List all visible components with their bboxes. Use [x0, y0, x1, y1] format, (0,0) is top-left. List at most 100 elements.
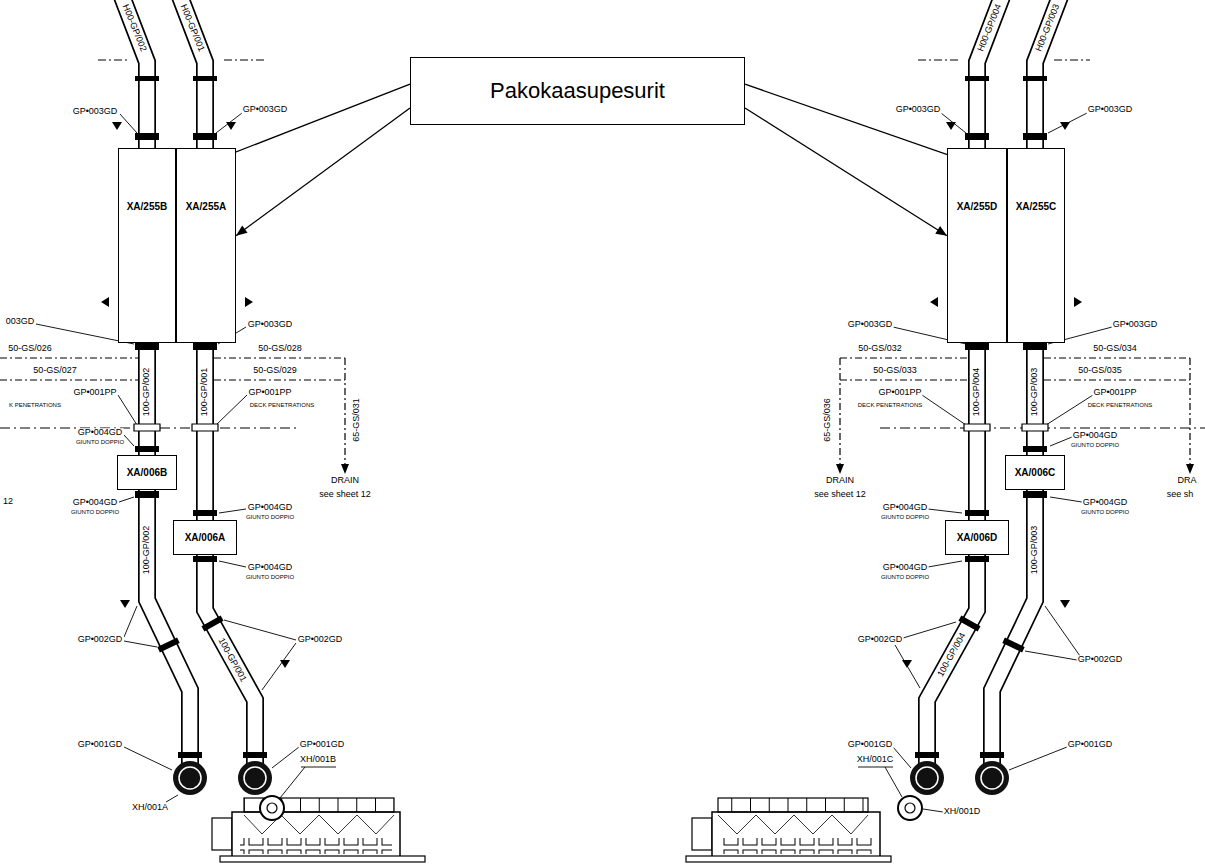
part-label: XH/001B	[299, 755, 337, 764]
pipe-label: 100-GP/002	[142, 525, 151, 576]
part-label: GP•001PP	[72, 388, 117, 397]
engine-base	[686, 856, 891, 862]
callout-arrow	[236, 108, 410, 236]
silencer-box: XA/006D	[945, 520, 1009, 555]
cylinder-heads	[718, 798, 868, 812]
part-label: GP•002GD	[297, 635, 344, 644]
part-label: DRA	[1176, 476, 1197, 485]
part-label: GP•004GD	[77, 428, 124, 437]
collector-ring	[975, 761, 1009, 795]
collector-ring	[910, 761, 944, 795]
engine-detail	[718, 815, 868, 834]
part-label: GP•003GD	[1087, 105, 1134, 114]
part-label: 50-GS/028	[257, 344, 303, 353]
part-label: GP•001GD	[299, 740, 346, 749]
part-label: GP•001PP	[877, 388, 922, 397]
pipe-label: H00-GP/003	[1034, 2, 1062, 54]
collector-ring	[981, 767, 1003, 789]
pipe-wall	[121, 0, 1061, 764]
scrubber-box: XA/255D	[947, 148, 1007, 343]
pipe-label: H00-GP/002	[120, 2, 148, 54]
part-label: DRAIN	[330, 476, 360, 485]
part-label: 50-GS/035	[1077, 366, 1123, 375]
equipment-tag: XA/255C	[1016, 201, 1057, 213]
pipe-label: 100-GP/003	[1030, 367, 1039, 418]
crankcase-doors	[720, 838, 872, 854]
part-label: K PENETRATIONS	[8, 402, 62, 408]
silencer-box: XA/006C	[1005, 455, 1065, 490]
bellows-band	[159, 618, 1024, 650]
callout-arrow	[745, 108, 947, 236]
part-label: GIUNTO DOPPIO	[1080, 509, 1130, 515]
collector-ring	[238, 761, 272, 795]
part-label: 50-GS/032	[857, 344, 903, 353]
part-label: 50-GS/026	[7, 344, 53, 353]
part-label: GP•004GD	[1072, 431, 1119, 440]
part-label: GIUNTO DOPPIO	[880, 514, 930, 520]
engine-base	[220, 856, 425, 862]
part-label: DECK PENETRATIONS	[249, 402, 316, 408]
pipe-flange	[135, 76, 1047, 758]
part-label: GP•004GD	[882, 563, 929, 572]
pipe-wall	[138, 343, 156, 455]
part-label: GP•003GD	[242, 105, 289, 114]
pipe-label: 65-GS/031	[352, 397, 361, 443]
arrow-line	[236, 108, 410, 236]
turbocharger	[898, 796, 922, 820]
silencer-box: XA/006B	[117, 455, 177, 490]
pipe-label: 100-GP/001	[216, 636, 249, 685]
part-label: 50-GS/029	[252, 366, 298, 375]
equipment-tag: XA/006A	[185, 532, 226, 544]
flywheel	[692, 818, 712, 850]
part-label: GIUNTO DOPPIO	[75, 439, 125, 445]
engine-block	[232, 812, 400, 860]
part-label: GP•002GD	[857, 635, 904, 644]
turbocharger	[267, 803, 277, 813]
exhaust-collector	[173, 761, 1009, 795]
part-label: 003GD	[5, 317, 36, 326]
part-label: GIUNTO DOPPIO	[70, 509, 120, 515]
part-label: GP•001PP	[247, 388, 292, 397]
pipe-label: H00-GP/001	[178, 2, 206, 54]
part-label: GP•001GD	[847, 740, 894, 749]
part-label: GP•003GD	[1112, 320, 1159, 329]
part-label: see sh	[1166, 490, 1195, 499]
part-label: GP•002GD	[1077, 655, 1124, 664]
marker-triangle	[101, 122, 1082, 668]
callout-box: Pakokaasupesurit	[410, 57, 745, 125]
pipe-flange	[135, 343, 1047, 562]
deck-penetration	[134, 424, 1048, 431]
part-label: 50-GS/033	[872, 366, 918, 375]
part-label: GP•003GD	[247, 320, 294, 329]
scrubber-box: XA/255B	[118, 148, 176, 343]
part-label: GIUNTO DOPPIO	[1070, 442, 1120, 448]
pipe-bore	[140, 343, 155, 455]
part-label: GIUNTO DOPPIO	[245, 514, 295, 520]
crankcase-doors	[240, 838, 392, 854]
part-label: DECK PENETRATIONS	[857, 402, 924, 408]
part-label: GP•004GD	[247, 503, 294, 512]
equipment-tag: XA/006B	[127, 467, 168, 479]
part-label: GP•003GD	[895, 105, 942, 114]
part-label: GP•004GD	[1082, 498, 1129, 507]
part-label: GP•004GD	[72, 498, 119, 507]
drain-line	[0, 358, 1190, 466]
scrubber-box: XA/255A	[176, 148, 236, 343]
turbocharger	[905, 803, 915, 813]
part-label: GP•003GD	[72, 107, 119, 116]
pipe-label: 100-GP/004	[936, 631, 969, 680]
pipe-bore	[121, 0, 1061, 764]
part-label: GP•001GD	[1067, 740, 1114, 749]
equipment-tag: XA/255B	[127, 201, 168, 213]
part-label: XH/001C	[856, 755, 895, 764]
collector-ring	[173, 761, 207, 795]
flywheel	[212, 818, 232, 850]
pipe-label: 100-GP/002	[142, 367, 151, 418]
scrubber-box: XA/255C	[1007, 148, 1065, 343]
part-label: XH/001D	[943, 807, 982, 816]
equipment-tag: XA/255A	[186, 201, 227, 213]
